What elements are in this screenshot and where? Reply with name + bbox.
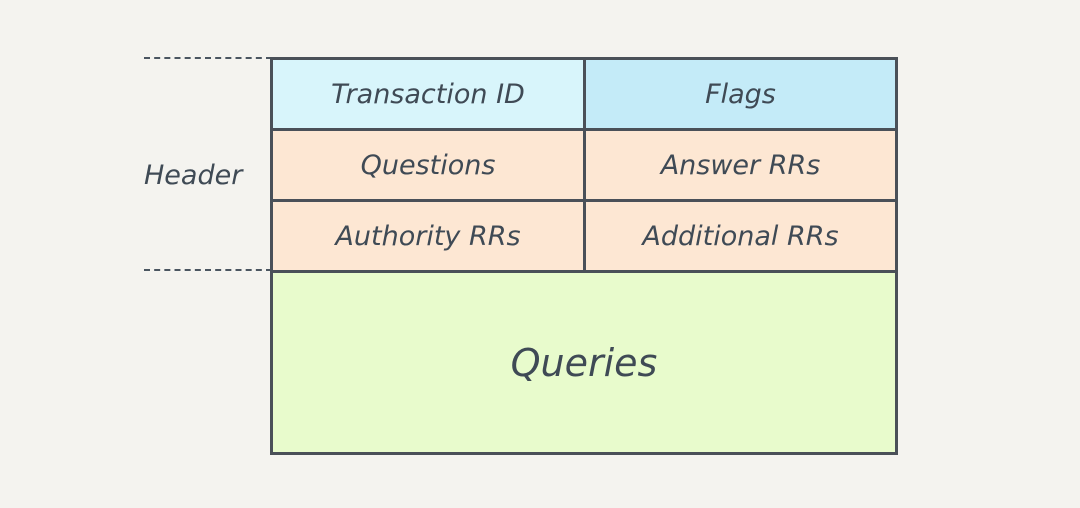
dns-message-diagram: Transaction ID Flags Questions Answer RR… [270,57,898,455]
additional-rrs-field: Additional RRs [586,202,895,273]
header-bottom-dashed-line [144,269,272,271]
header-top-dashed-line [144,57,272,59]
queries-section: Queries [273,273,895,452]
header-label: Header [144,160,243,191]
transaction-id-field: Transaction ID [273,60,586,131]
authority-rrs-field: Authority RRs [273,202,586,273]
answer-rrs-field: Answer RRs [586,131,895,202]
questions-field: Questions [273,131,586,202]
flags-field: Flags [586,60,895,131]
